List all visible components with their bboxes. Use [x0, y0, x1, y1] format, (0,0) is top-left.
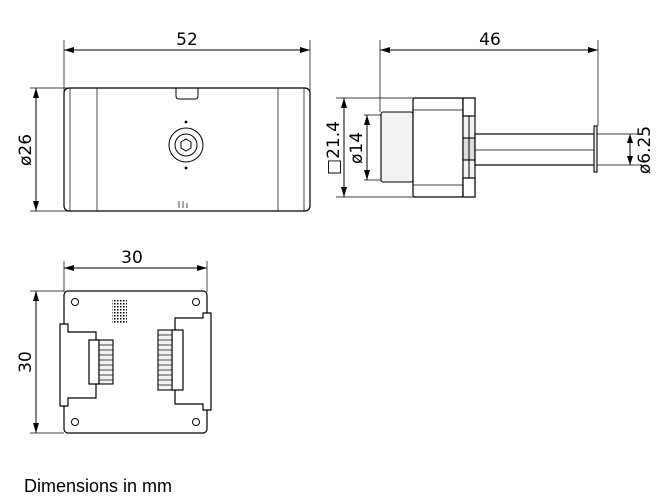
- dimension-line-30-height: [33, 291, 39, 433]
- dimension-line-21-4: [341, 98, 347, 197]
- board-view: 30 30: [16, 248, 212, 434]
- circuit-board: [59, 290, 212, 434]
- side-view: 46 □21.4 ø14 ø6.25: [324, 30, 655, 198]
- dimension-diameter-14: ø14: [347, 132, 367, 164]
- units-caption: Dimensions in mm: [24, 476, 172, 496]
- right-connector: [157, 312, 212, 411]
- dimension-line-26: [33, 88, 39, 211]
- dimension-square-21-4: □21.4: [324, 121, 344, 175]
- dimension-line-46: [380, 47, 598, 53]
- dimension-diameter-6-25: ø6.25: [635, 126, 655, 174]
- dimension-length-46: 46: [479, 30, 501, 50]
- motor-body: [380, 97, 476, 198]
- chip-pattern: [112, 300, 127, 324]
- dimension-length-52: 52: [176, 30, 198, 50]
- front-view: 52 ø26: [16, 30, 311, 212]
- cylinder-body: [63, 87, 311, 212]
- dimension-line-6-25: [627, 134, 633, 165]
- left-connector: [59, 323, 114, 407]
- dimension-line-30-width: [64, 265, 207, 271]
- dimension-height-30: 30: [16, 351, 36, 373]
- dimension-width-30: 30: [121, 248, 143, 268]
- motor-shaft: [474, 125, 598, 173]
- dimension-line-14: [364, 115, 370, 180]
- dimension-line-52: [64, 47, 310, 53]
- dimension-diameter-26: ø26: [16, 134, 36, 166]
